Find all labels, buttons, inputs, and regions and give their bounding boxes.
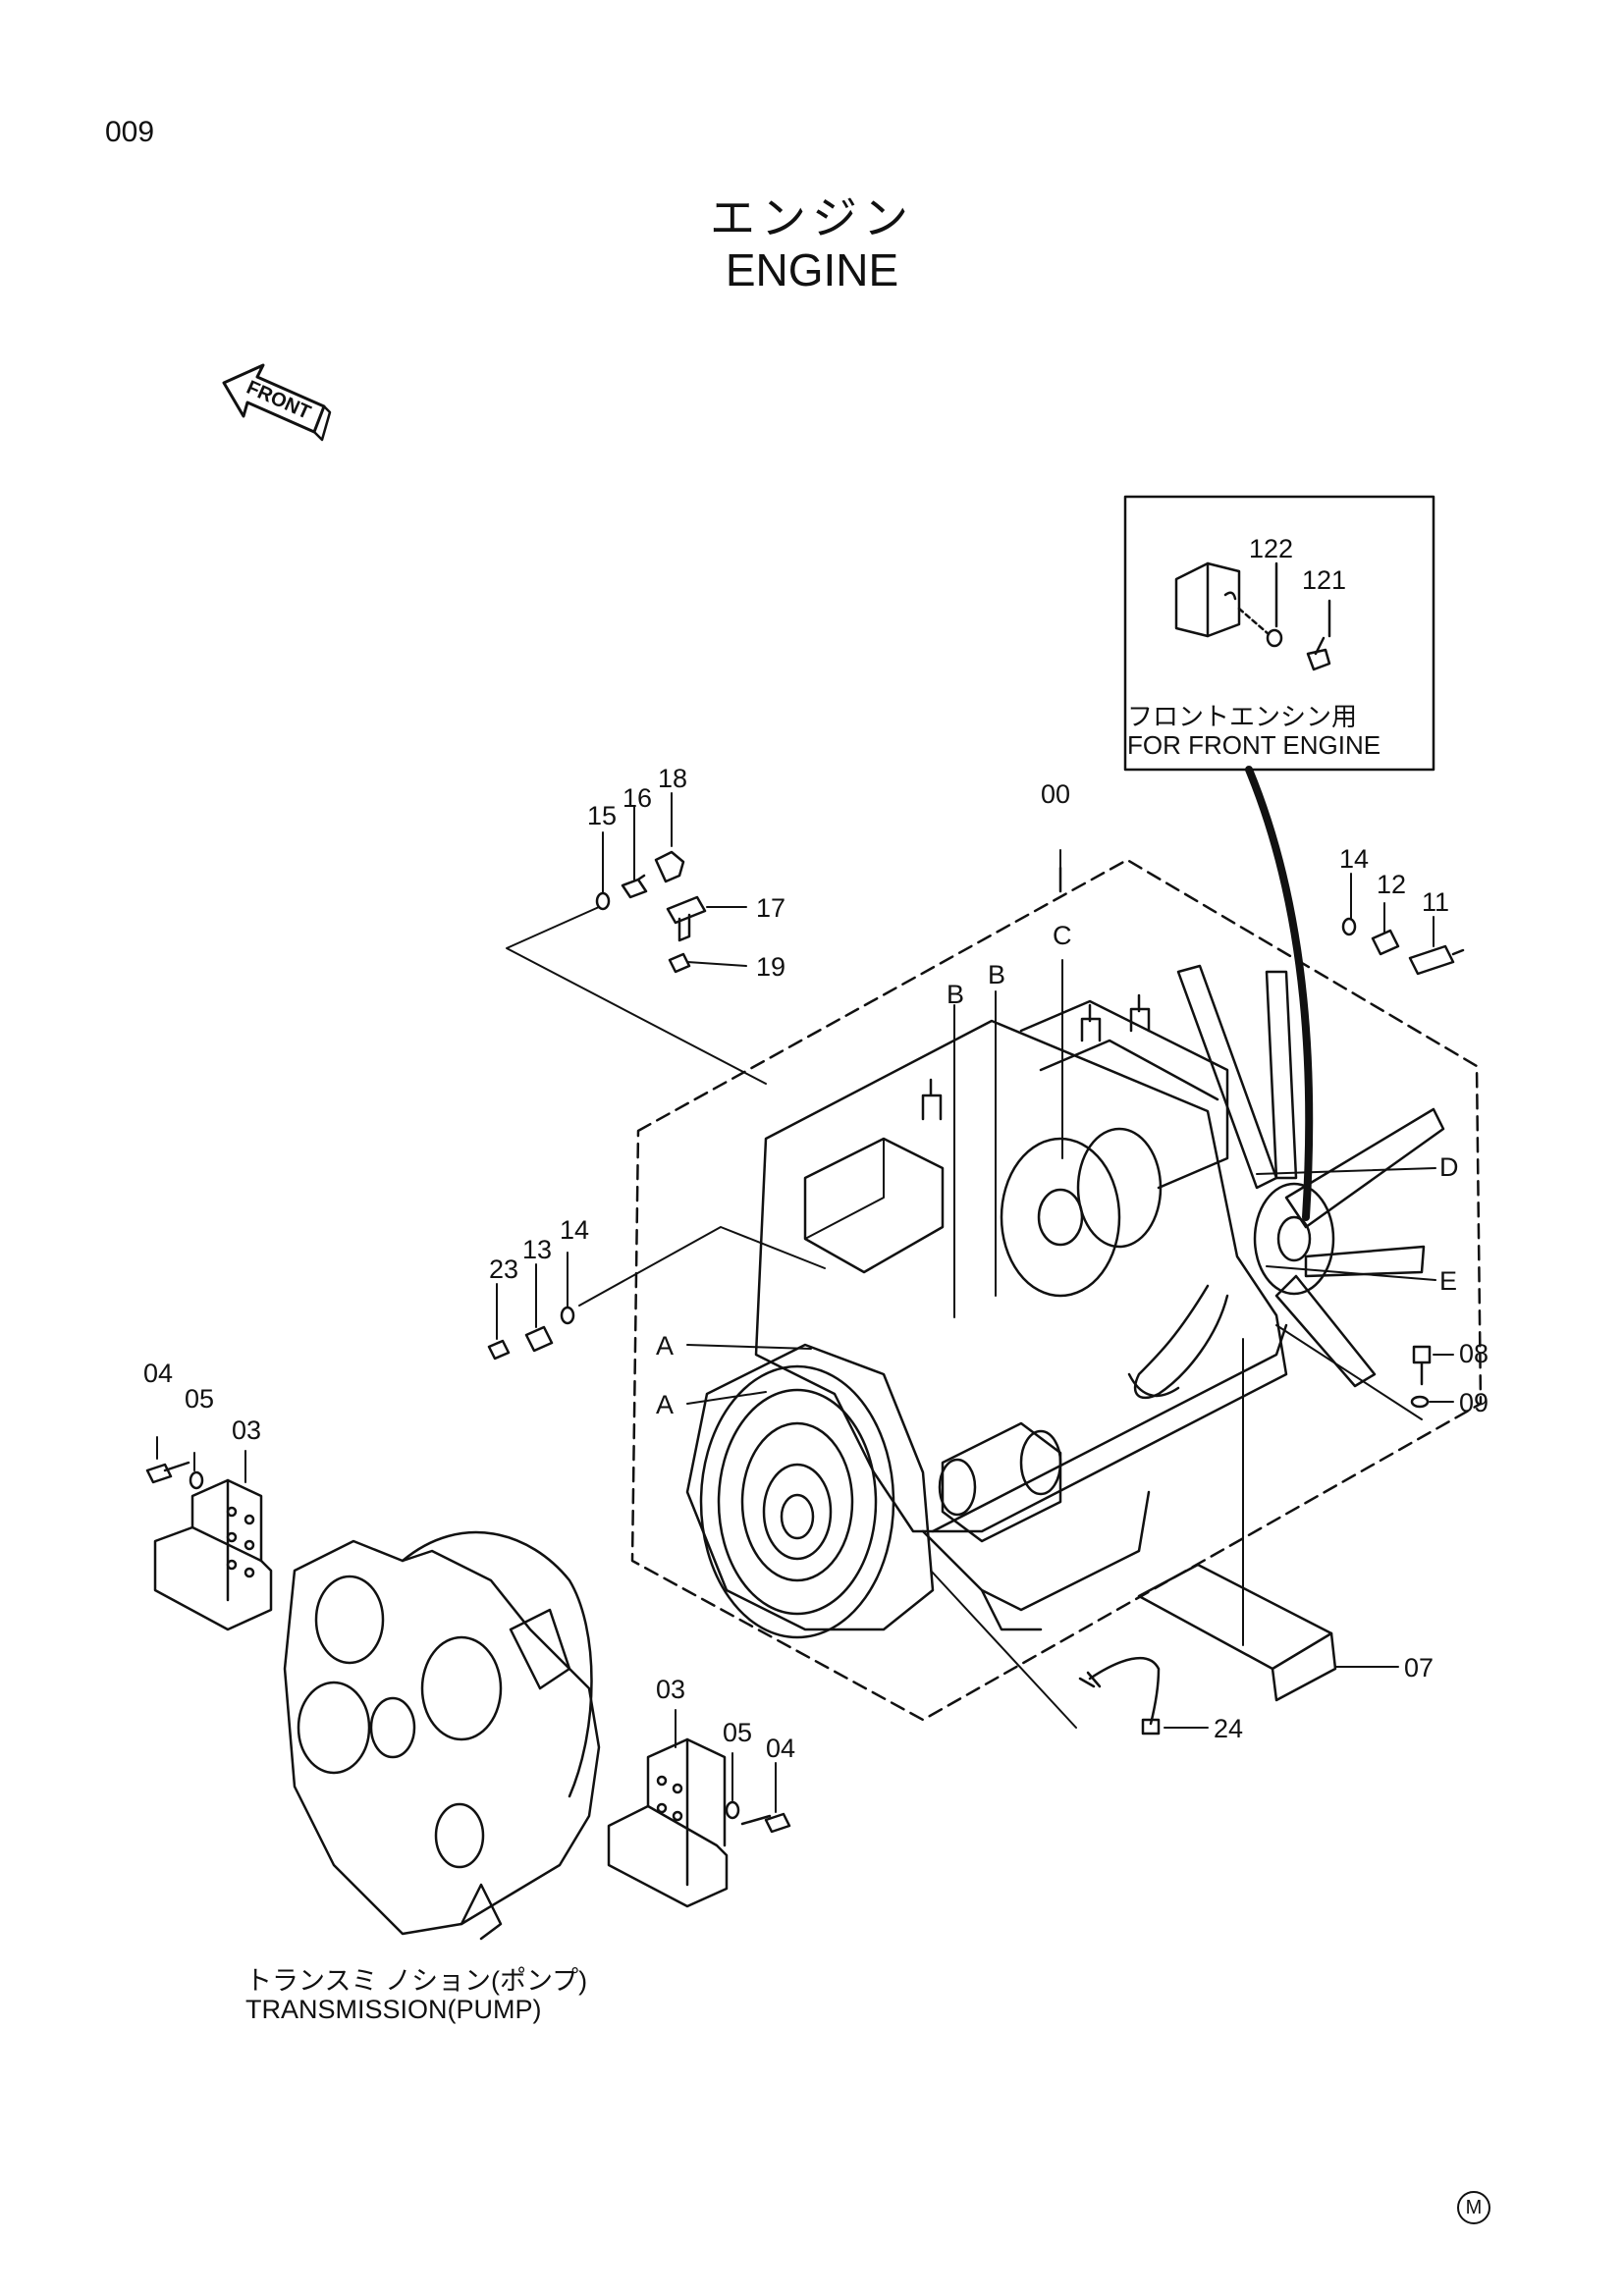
callout-23: 23 (489, 1255, 519, 1284)
callout-B-2: B (988, 960, 1006, 989)
callout-18: 18 (658, 764, 688, 793)
page-number: 009 (105, 116, 155, 148)
copyright-mark: M (1457, 2191, 1490, 2224)
callout-04-left: 04 (143, 1359, 174, 1388)
callout-00: 00 (1041, 779, 1071, 809)
callout-A-1: A (656, 1331, 675, 1361)
callout-17: 17 (756, 893, 786, 923)
transmission-housing (283, 1530, 601, 1941)
inset-caption-en: FOR FRONT ENGINE (1127, 730, 1381, 760)
callout-16: 16 (623, 783, 653, 813)
fitting-parts (145, 850, 1465, 1834)
callout-04-right: 04 (766, 1734, 796, 1763)
callout-14-right: 14 (1339, 844, 1370, 874)
callout-12: 12 (1377, 870, 1407, 899)
callout-15: 15 (587, 801, 618, 830)
transmission-caption-jp: トランスミ ノション(ポンプ) (245, 1966, 588, 1996)
inset-box (1123, 495, 1435, 772)
callout-A-2: A (656, 1390, 675, 1419)
callout-05-left: 05 (185, 1384, 215, 1414)
callout-C: C (1053, 921, 1072, 950)
callout-24: 24 (1214, 1714, 1244, 1743)
callout-13: 13 (522, 1235, 553, 1264)
transmission-caption-en: TRANSMISSION(PUMP) (245, 1995, 542, 2024)
callout-05-right: 05 (723, 1718, 753, 1747)
leader-lines (156, 792, 1454, 1813)
callout-122: 122 (1249, 534, 1294, 563)
callout-03-left: 03 (232, 1415, 262, 1445)
callout-07: 07 (1404, 1653, 1435, 1682)
inset-caption-jp: フロントエンシン用 (1127, 702, 1358, 731)
callout-E: E (1439, 1266, 1458, 1296)
callout-B-1: B (947, 980, 965, 1009)
callout-03-right: 03 (656, 1675, 686, 1704)
mount-bracket-left (153, 1478, 273, 1631)
callout-08: 08 (1459, 1339, 1489, 1368)
callout-14-left: 14 (560, 1215, 590, 1245)
title-japanese: エンジン (710, 191, 914, 244)
callout-11: 11 (1422, 887, 1450, 917)
callout-09: 09 (1459, 1388, 1489, 1417)
callout-121: 121 (1302, 565, 1347, 595)
callout-D: D (1439, 1152, 1459, 1182)
front-arrow-icon: FRONT (222, 363, 332, 442)
engine-block (685, 964, 1445, 1639)
title-english: ENGINE (725, 244, 899, 295)
bracket-07 (1137, 1563, 1337, 1702)
callout-19: 19 (756, 952, 786, 982)
mount-bracket-right (607, 1737, 729, 1908)
engine-dashed-boundary (630, 858, 1483, 1722)
inset-leader-line (1245, 766, 1314, 1221)
